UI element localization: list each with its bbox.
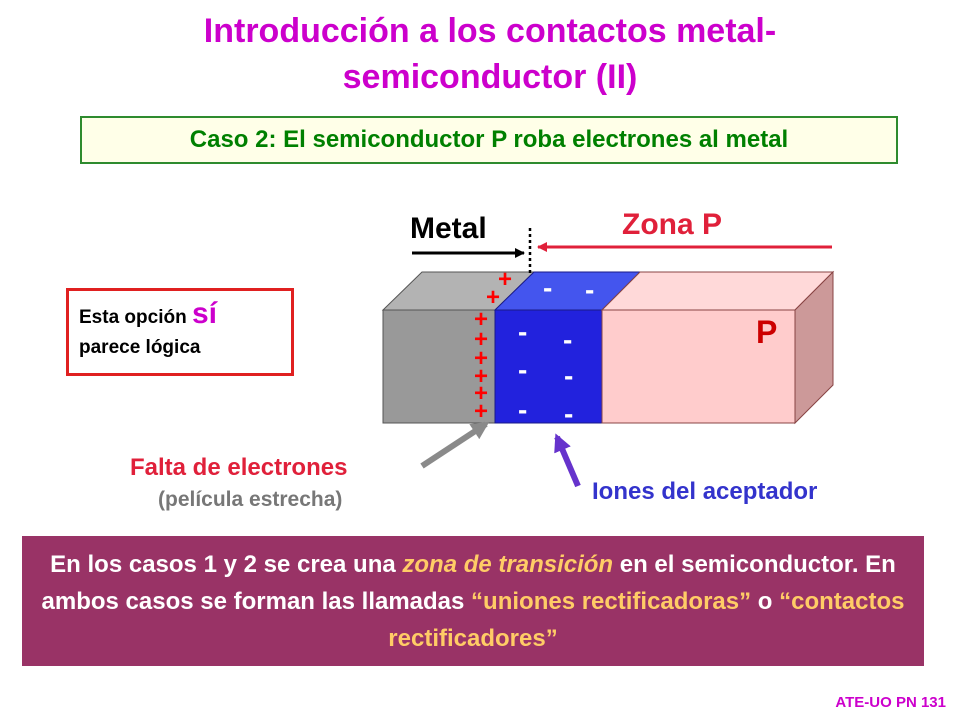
metal-label: Metal bbox=[410, 212, 487, 245]
rectifying-contacts-term: “contactos rectificadores” bbox=[388, 588, 905, 652]
plus-charge: + bbox=[474, 398, 489, 425]
plus-charge: + bbox=[474, 363, 489, 390]
p-top-face bbox=[600, 271, 835, 311]
minus-charge: - bbox=[563, 324, 573, 355]
metal-front-face bbox=[382, 309, 496, 424]
plus-charge: + bbox=[474, 345, 489, 372]
minus-charge: - bbox=[518, 394, 528, 425]
zone-p-label: Zona P bbox=[622, 208, 723, 241]
conclusion-text-1: En los casos 1 y 2 se crea una bbox=[50, 551, 403, 578]
rectifying-junctions-term: “uniones rectificadoras” bbox=[471, 588, 752, 615]
plus-charge: + bbox=[486, 284, 501, 311]
depletion-front-face bbox=[494, 309, 603, 424]
case-box: Caso 2: El semiconductor P roba electron… bbox=[80, 116, 898, 164]
page-title: Introducción a los contactos metal- semi… bbox=[100, 8, 880, 100]
plus-charge: + bbox=[474, 306, 489, 333]
acceptor-ions-label: Iones del aceptador bbox=[592, 478, 818, 505]
minus-charge: - bbox=[518, 354, 528, 385]
minus-charge: - bbox=[543, 272, 553, 303]
slide-footer: ATE-UO PN 131 bbox=[835, 694, 946, 711]
note-text-1: Esta opción bbox=[79, 307, 192, 328]
plus-charge: + bbox=[474, 380, 489, 407]
p-region-label: P bbox=[756, 314, 778, 350]
iones-pointer-arrow bbox=[554, 433, 581, 488]
plus-charge: + bbox=[498, 266, 513, 293]
thin-film-label: (película estrecha) bbox=[158, 488, 343, 511]
minus-charge: - bbox=[564, 360, 574, 391]
title-line-2: semiconductor (II) bbox=[342, 58, 638, 96]
falta-pointer-arrow bbox=[420, 421, 490, 469]
conclusion-box: En los casos 1 y 2 se crea una zona de t… bbox=[22, 536, 924, 666]
transition-zone-term: zona de transición bbox=[402, 551, 614, 578]
p-side-face bbox=[794, 270, 834, 425]
conclusion-text-3: o bbox=[751, 588, 780, 615]
minus-charge: - bbox=[518, 316, 528, 347]
note-text-2: parece lógica bbox=[79, 337, 201, 358]
minus-charge: - bbox=[585, 274, 595, 305]
minus-charge: - bbox=[564, 398, 574, 429]
title-line-1: Introducción a los contactos metal- bbox=[203, 12, 777, 50]
conclusion-text-2: en el semiconductor. En ambos casos se f… bbox=[41, 551, 896, 615]
electron-deficit-label: Falta de electrones bbox=[130, 454, 348, 481]
note-emphasis: sí bbox=[191, 297, 217, 330]
plus-charge: + bbox=[474, 326, 489, 353]
note-box: Esta opción sí parece lógica bbox=[66, 288, 294, 376]
p-front-face bbox=[601, 309, 796, 424]
